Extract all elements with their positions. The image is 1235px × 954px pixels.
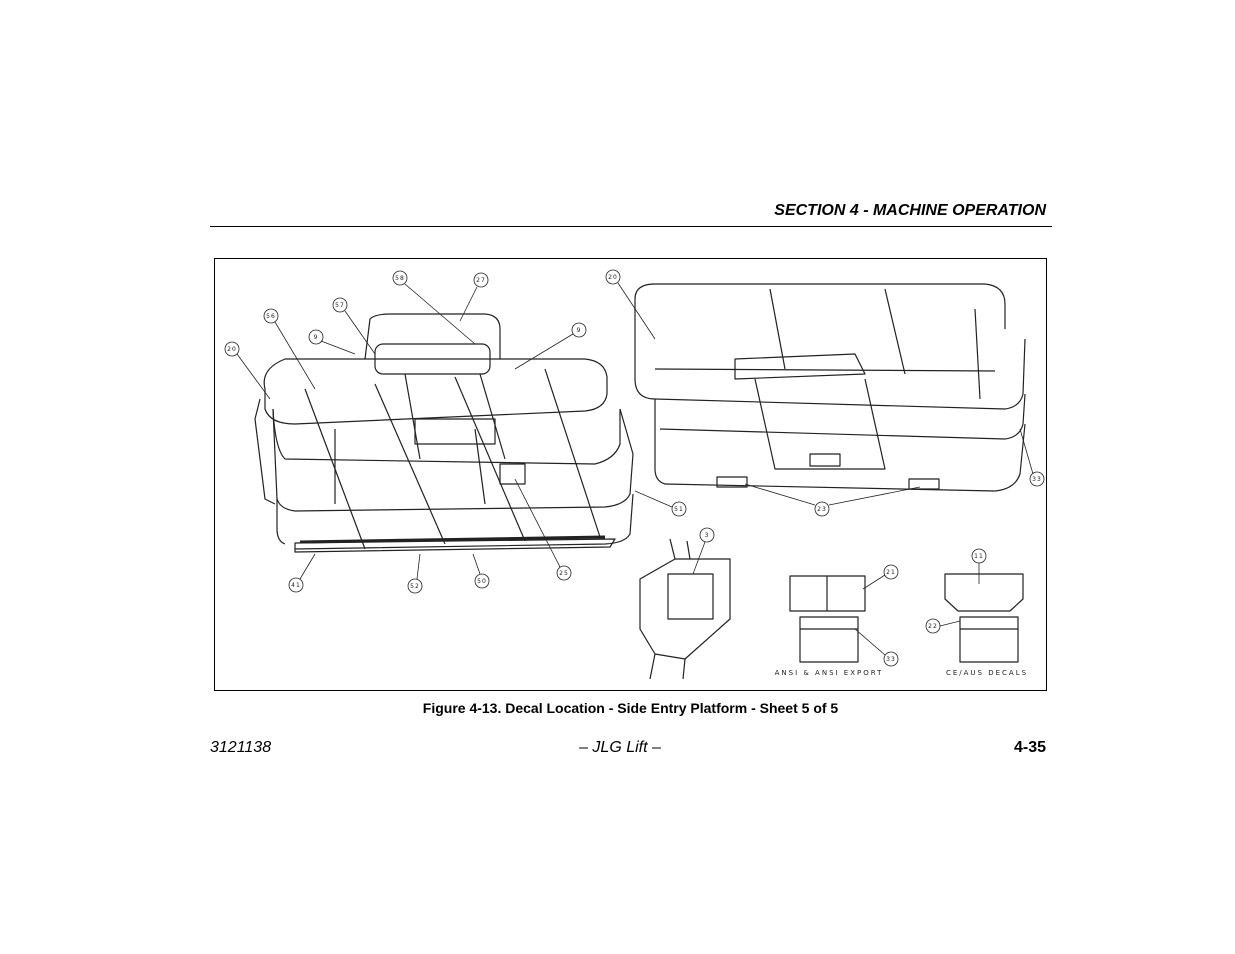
decal-location-drawing: 20 56 57 9 58 27 9 20 33 51 23 41 52 50 …	[224, 269, 1045, 680]
callout-label: 52	[410, 583, 420, 590]
callout-label: 41	[291, 582, 301, 589]
page-number: 4-35	[1013, 739, 1046, 756]
callout-label: 20	[608, 274, 618, 281]
callout-label: 20	[227, 346, 237, 353]
callout-label: 3	[705, 532, 710, 539]
section-title: SECTION 4 - MACHINE OPERATION	[774, 202, 1046, 219]
doc-number: 3121138	[210, 739, 272, 756]
ansi-sublabel: ANSI & ANSI EXPORT	[775, 669, 884, 677]
figure-frame: 20 56 57 9 58 27 9 20 33 51 23 41 52 50 …	[214, 258, 1047, 691]
callout-label: 23	[817, 506, 827, 513]
ceaus-sublabel: CE/AUS DECALS	[946, 669, 1028, 677]
ceaus-console-drawing	[944, 573, 1024, 663]
callout-label: 21	[886, 569, 896, 576]
callout-label: 22	[928, 623, 938, 630]
left-platform-drawing	[254, 313, 634, 553]
callout-label: 33	[1032, 476, 1042, 483]
callout-label: 57	[335, 302, 345, 309]
footer-brand: – JLG Lift –	[579, 739, 661, 756]
callout-label: 58	[395, 275, 405, 282]
right-platform-drawing	[634, 283, 1026, 492]
callout-label: 33	[886, 656, 896, 663]
ansi-console-drawing	[789, 575, 866, 663]
callout-label: 25	[559, 570, 569, 577]
callout-label: 27	[476, 277, 486, 284]
callout-label: 9	[314, 334, 319, 341]
header-divider	[210, 226, 1052, 227]
callout-label: 50	[477, 578, 487, 585]
callout-label: 9	[577, 327, 582, 334]
callout-label: 51	[674, 506, 684, 513]
callout-bubbles	[224, 269, 1045, 667]
figure-caption: Figure 4-13. Decal Location - Side Entry…	[422, 700, 839, 716]
callout-numbers: 20 56 57 9 58 27 9 20 33 51 23 41 52 50 …	[227, 274, 1042, 663]
callout-label: 56	[266, 313, 276, 320]
bracket-detail-drawing	[639, 538, 731, 680]
callout-label: 11	[974, 553, 984, 560]
